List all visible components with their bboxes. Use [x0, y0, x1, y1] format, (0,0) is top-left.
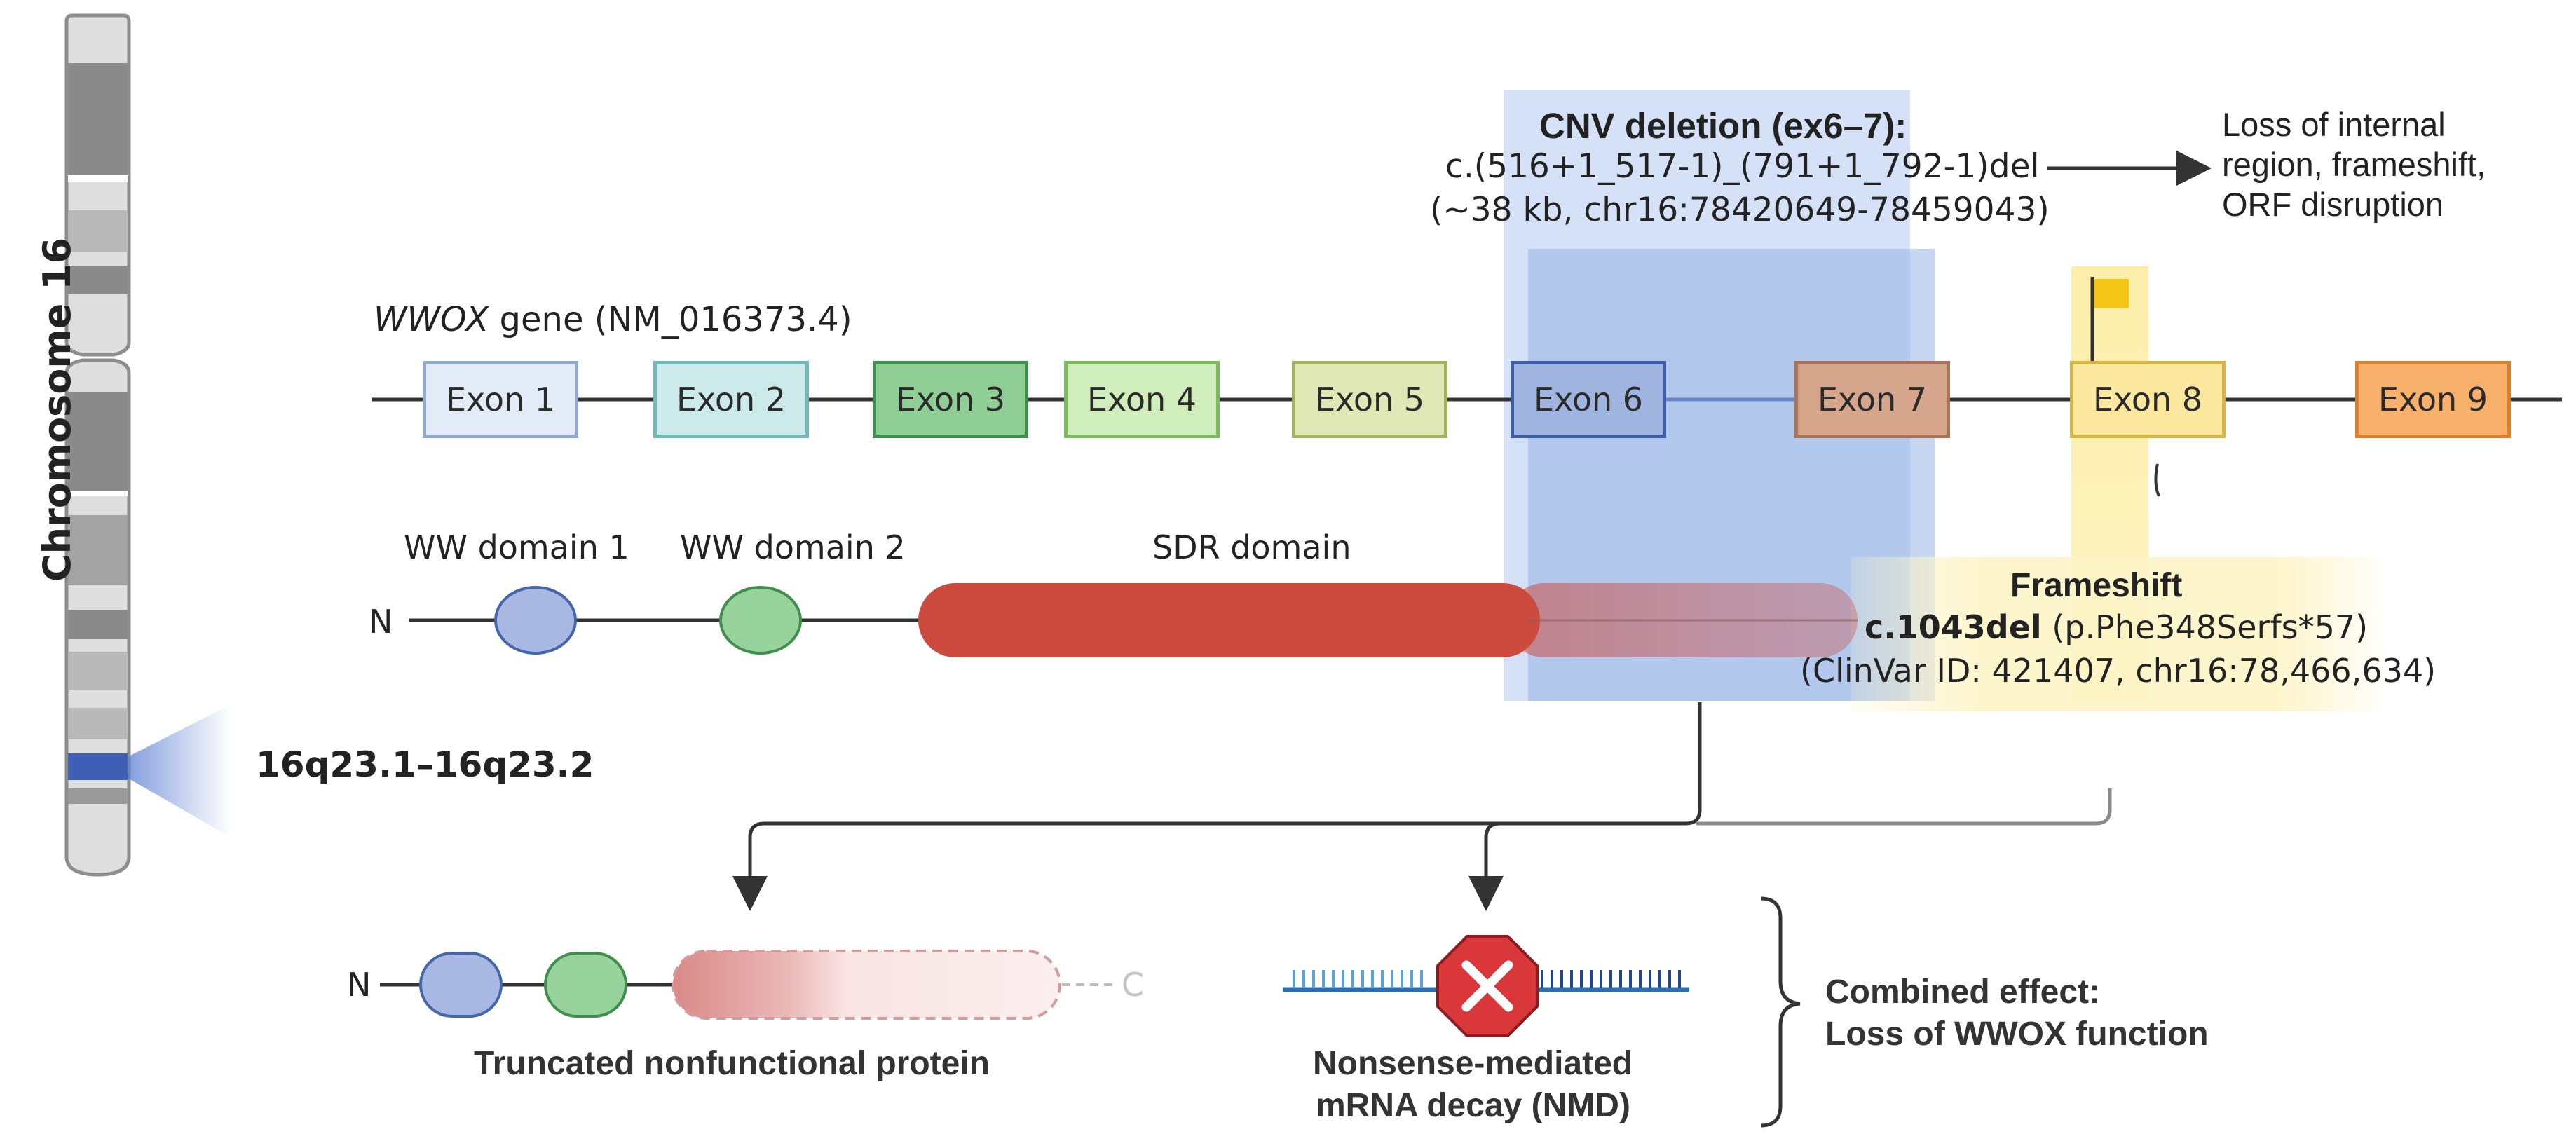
band-p-mid-1 [68, 210, 128, 252]
band-label: 16q23.1–16q23.2 [256, 744, 594, 785]
exon-7: Exon 7 [1794, 361, 1950, 438]
band-q-light-1 [68, 491, 128, 496]
cnv-hgvs: c.(516+1_517-1)_(791+1_792-1)del [1445, 147, 2040, 186]
exon-7-label: Exon 7 [1817, 381, 1928, 418]
truncated-protein-label: Truncated nonfunctional protein [474, 1045, 990, 1082]
ww-domain-1-shape [494, 586, 577, 655]
band-q-mid-2 [68, 652, 128, 690]
band-p-light-1 [68, 175, 128, 182]
exon-5-label: Exon 5 [1314, 381, 1425, 418]
cnv-detail: (~38 kb, chr16:78420649-78459043) [1430, 191, 2050, 229]
exon-1: Exon 1 [423, 361, 578, 438]
exon-4-label: Exon 4 [1086, 381, 1197, 418]
protein-track [409, 583, 1858, 657]
exon-1-label: Exon 1 [445, 381, 556, 418]
band-q-dark-2 [68, 610, 128, 639]
frameshift-title: Frameshift [2010, 567, 2183, 604]
gene-transcript: gene (NM_016373.4) [489, 300, 852, 339]
nmd-arrow [1468, 821, 1504, 911]
truncated-n-terminus: N [347, 966, 372, 1004]
loss-line-1: Loss of internal [2222, 106, 2446, 143]
frameshift-connector [1696, 788, 2112, 826]
frameshift-variant: c.1043del [1865, 608, 2042, 646]
cnv-consequence-connector [732, 702, 1702, 911]
truncated-sdr-domain [672, 950, 1061, 1020]
sdr-domain-label: SDR domain [1152, 528, 1351, 566]
band-q-dark-1 [68, 392, 128, 491]
exon-9-label: Exon 9 [2378, 381, 2488, 418]
exon-2: Exon 2 [653, 361, 809, 438]
loss-line-3: ORF disruption [2222, 186, 2444, 223]
nmd-label-line-2: mRNA decay (NMD) [1316, 1087, 1630, 1124]
chromosome-ideogram [64, 13, 231, 877]
band-p-dark-1 [68, 63, 128, 175]
exon-9: Exon 9 [2355, 361, 2511, 438]
exon-3: Exon 3 [873, 361, 1028, 438]
nmd-label-line-1: Nonsense-mediated [1313, 1045, 1633, 1082]
gene-symbol: WWOX [374, 300, 489, 339]
band-q-dark-3 [68, 788, 128, 804]
truncated-c-terminus: C [1122, 966, 1145, 1004]
frameshift-variant-line: c.1043del (p.Phe348Serfs*57) [1865, 608, 2368, 646]
exon-8: Exon 8 [2070, 361, 2226, 438]
band-q-mid-1 [68, 515, 128, 585]
band-p-dark-2 [68, 266, 128, 294]
frameshift-flag-icon [2090, 277, 2129, 361]
ww-domain-2-shape [719, 586, 802, 655]
frameshift-protein-change: (p.Phe348Serfs*57) [2041, 608, 2369, 646]
frameshift-tick [2154, 463, 2160, 497]
exon-4: Exon 4 [1064, 361, 1220, 438]
exon-2-label: Exon 2 [676, 381, 786, 418]
exon-6-label: Exon 6 [1533, 381, 1644, 418]
protein-n-terminus: N [369, 603, 393, 641]
truncated-ww-domain-1 [419, 952, 503, 1018]
combined-effect-brace [1760, 896, 1801, 1128]
chromosome-label: Chromosome 16 [35, 237, 79, 582]
combined-effect-line-1: Combined effect: [1825, 973, 2101, 1011]
exon-5: Exon 5 [1292, 361, 1447, 438]
truncated-protein [380, 950, 1115, 1020]
frameshift-clinvar: (ClinVar ID: 421407, chr16:78,466,634) [1800, 652, 2437, 690]
band-16q23-highlight [68, 753, 128, 780]
cnv-title: CNV deletion (ex6–7): [1539, 106, 1907, 146]
exon-3-label: Exon 3 [895, 381, 1006, 418]
loss-line-2: region, frameshift, [2222, 146, 2486, 183]
sdr-domain-shape [918, 583, 1540, 657]
band-q-mid-3 [68, 708, 128, 739]
ww-domain-2-label: WW domain 2 [680, 528, 906, 566]
combined-effect-line-2: Loss of WWOX function [1825, 1016, 2209, 1053]
band-zoom-glow [128, 704, 231, 838]
exon-8-label: Exon 8 [2092, 381, 2203, 418]
exon-6: Exon 6 [1511, 361, 1666, 438]
gene-title: WWOX gene (NM_016373.4) [374, 300, 852, 339]
mrna-bases [1293, 970, 1681, 988]
frameshift-text-highlight [1851, 557, 2383, 711]
ww-domain-1-label: WW domain 1 [404, 528, 629, 566]
stop-x-icon [1461, 960, 1513, 1012]
nmd-mrna-icon [1283, 935, 1689, 1037]
truncated-ww-domain-2 [544, 952, 627, 1018]
